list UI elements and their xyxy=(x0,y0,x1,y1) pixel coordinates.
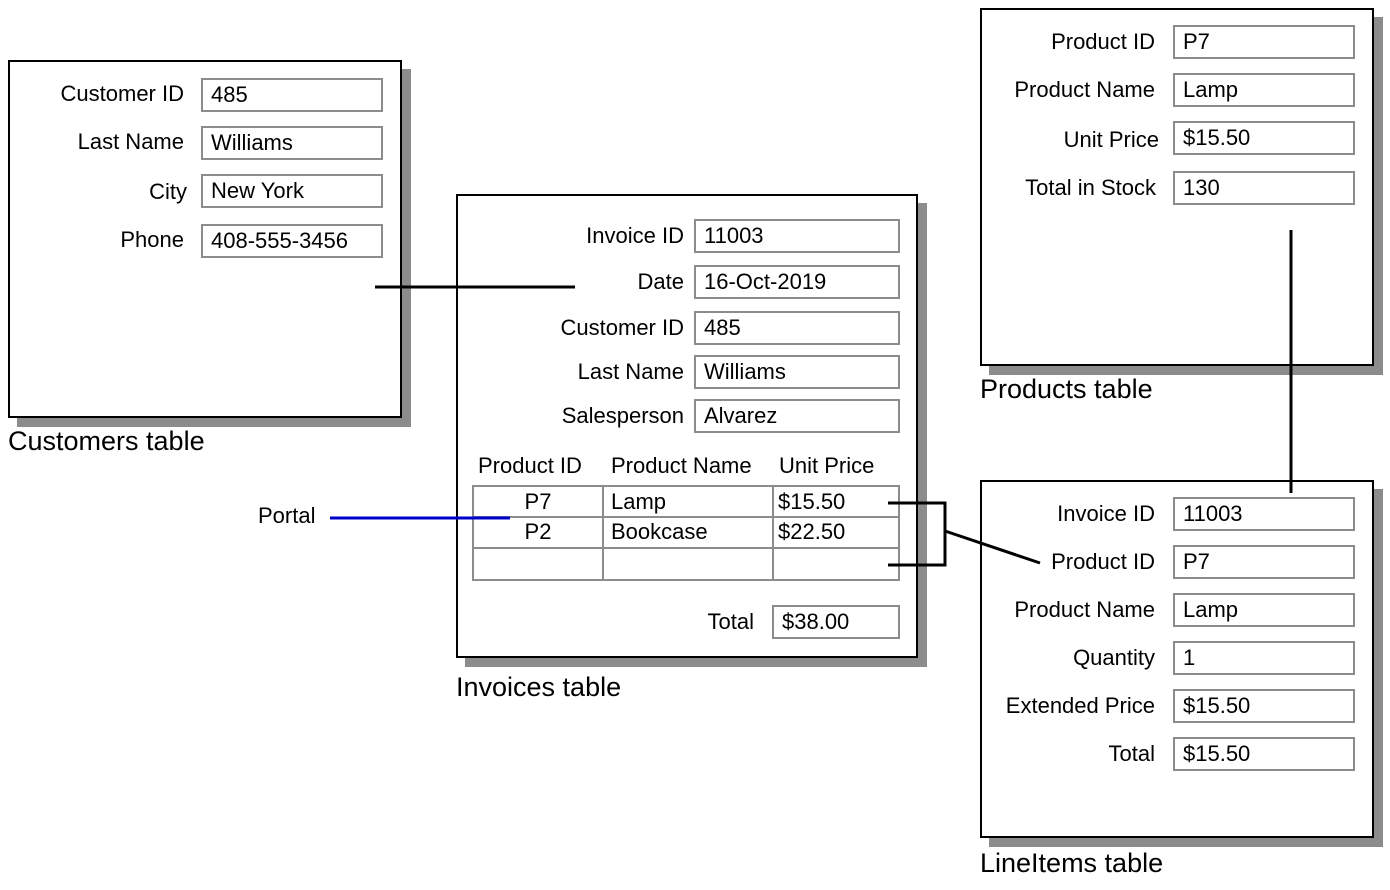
lineitems-label-product-name: Product Name xyxy=(1014,597,1155,622)
invoices-label-total: Total xyxy=(707,609,754,634)
portal-row-1-product-id[interactable]: P7 xyxy=(524,489,552,514)
invoices-field-customer-id[interactable]: 485 xyxy=(694,311,900,345)
portal-row-2-product-name[interactable]: Bookcase xyxy=(611,519,708,544)
portal-row-1-product-name[interactable]: Lamp xyxy=(611,489,667,514)
invoices-field-last-name[interactable]: Williams xyxy=(694,355,900,389)
invoices-field-salesperson[interactable]: Alvarez xyxy=(694,399,900,433)
lineitems-label-quantity: Quantity xyxy=(1073,645,1155,670)
portal-header-product-id: Product ID xyxy=(478,453,582,478)
invoices-label-invoice-id: Invoice ID xyxy=(586,223,684,248)
invoices-label-last-name: Last Name xyxy=(577,359,684,384)
products-label-product-name: Product Name xyxy=(1014,77,1155,102)
customers-caption: Customers table xyxy=(8,426,205,456)
customers-label-customer-id: Customer ID xyxy=(60,81,184,106)
lineitems-field-extended-price[interactable]: $15.50 xyxy=(1173,689,1355,723)
products-label-unit-price: Unit Price xyxy=(1063,127,1159,152)
portal-header-product-name: Product Name xyxy=(611,453,752,478)
invoices-label-customer-id: Customer ID xyxy=(560,315,684,340)
invoices-label-date: Date xyxy=(637,269,684,294)
invoices-field-invoice-id[interactable]: 11003 xyxy=(694,219,900,253)
lineitems-label-product-id: Product ID xyxy=(1051,549,1155,574)
portal-annotation-label: Portal xyxy=(258,503,316,528)
lineitems-label-total: Total xyxy=(1108,741,1155,766)
lineitems-field-quantity[interactable]: 1 xyxy=(1173,641,1355,675)
products-caption: Products table xyxy=(980,374,1153,404)
customers-label-phone: Phone xyxy=(120,227,184,252)
invoices-label-salesperson: Salesperson xyxy=(561,403,684,428)
invoices-field-date[interactable]: 16-Oct-2019 xyxy=(694,265,900,299)
invoices-field-total[interactable]: $38.00 xyxy=(772,605,900,639)
customers-field-last-name[interactable]: Williams xyxy=(201,126,383,160)
lineitems-label-invoice-id: Invoice ID xyxy=(1057,501,1155,526)
customers-label-city: City xyxy=(149,179,187,204)
customers-field-customer-id[interactable]: 485 xyxy=(201,78,383,112)
products-field-total-in-stock[interactable]: 130 xyxy=(1173,171,1355,205)
customers-field-phone[interactable]: 408-555-3456 xyxy=(201,224,383,258)
products-label-total-in-stock: Total in Stock xyxy=(1025,175,1156,200)
portal-row-2-product-id[interactable]: P2 xyxy=(524,519,552,544)
portal-row-2-unit-price[interactable]: $22.50 xyxy=(778,519,846,544)
lineitems-caption: LineItems table xyxy=(980,848,1164,878)
portal-row-1-unit-price[interactable]: $15.50 xyxy=(778,489,846,514)
portal-header-unit-price: Unit Price xyxy=(779,453,875,478)
lineitems-field-total[interactable]: $15.50 xyxy=(1173,737,1355,771)
lineitems-field-invoice-id[interactable]: 11003 xyxy=(1173,497,1355,531)
lineitems-field-product-name[interactable]: Lamp xyxy=(1173,593,1355,627)
products-label-product-id: Product ID xyxy=(1051,29,1155,54)
customers-label-last-name: Last Name xyxy=(77,129,184,154)
invoices-caption: Invoices table xyxy=(456,672,622,702)
customers-field-city[interactable]: New York xyxy=(201,174,383,208)
products-field-product-name[interactable]: Lamp xyxy=(1173,73,1355,107)
products-field-unit-price[interactable]: $15.50 xyxy=(1173,121,1355,155)
products-field-product-id[interactable]: P7 xyxy=(1173,25,1355,59)
lineitems-label-extended-price: Extended Price xyxy=(1005,693,1155,718)
lineitems-field-product-id[interactable]: P7 xyxy=(1173,545,1355,579)
